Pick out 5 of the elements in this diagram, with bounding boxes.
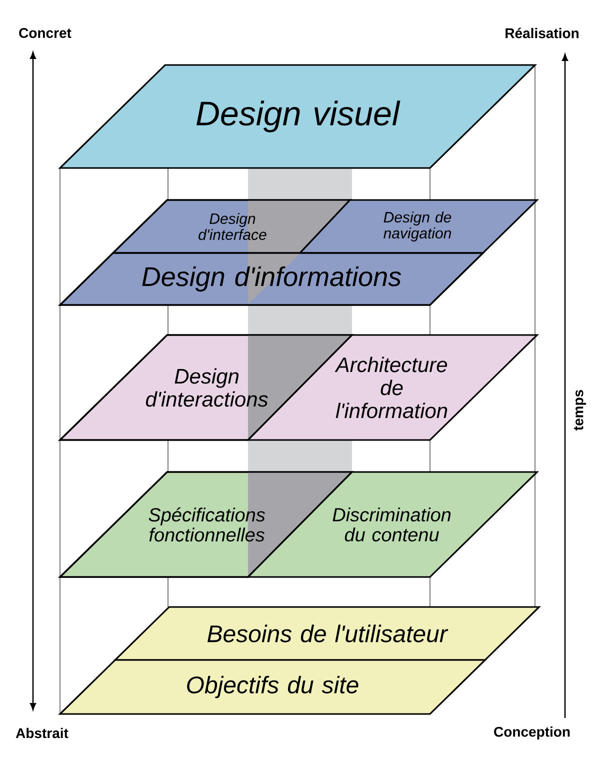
axis-label: Concret bbox=[19, 28, 72, 38]
axis-label: Réalisation bbox=[506, 28, 578, 38]
axis-label: Abstrait bbox=[16, 728, 68, 738]
axis-label: Conception bbox=[494, 726, 570, 740]
axis-label: temps bbox=[574, 390, 586, 430]
